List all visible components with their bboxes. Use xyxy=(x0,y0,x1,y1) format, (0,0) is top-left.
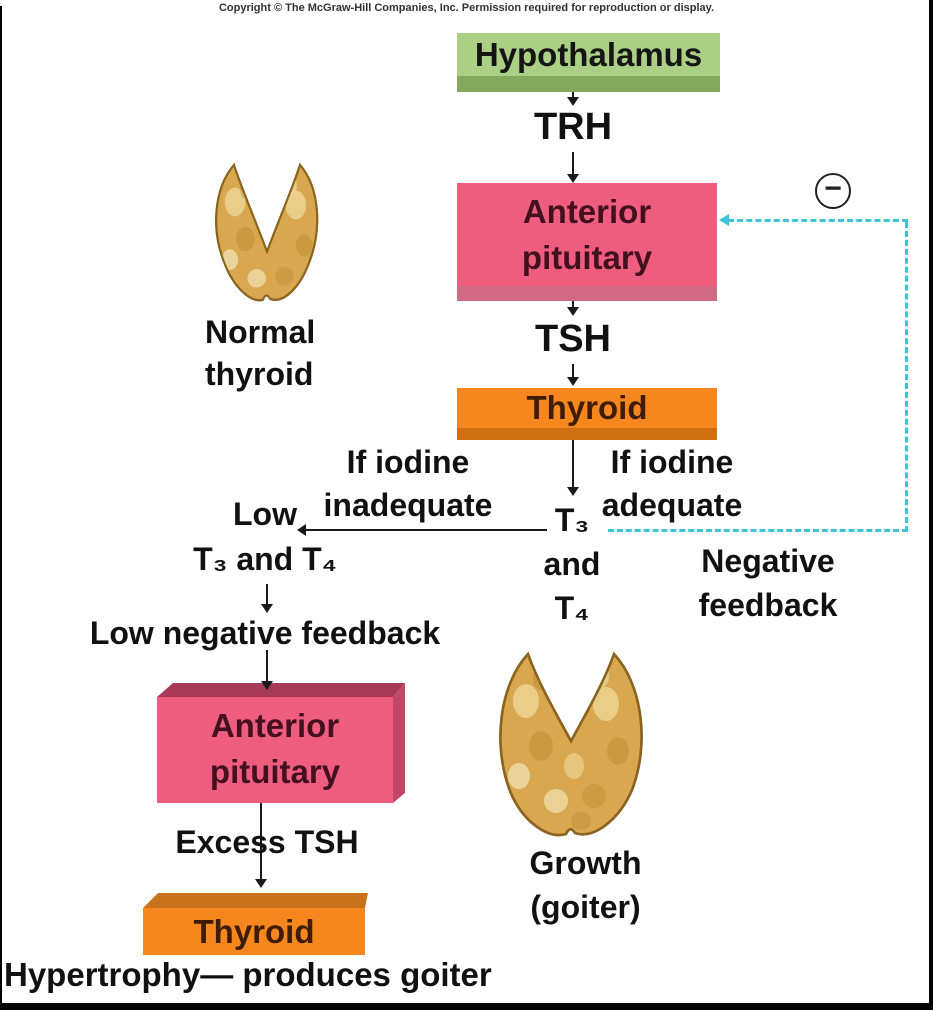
anterior-pituitary2-box-top-face xyxy=(157,683,405,697)
hypothalamus-box-edge xyxy=(457,76,720,92)
if-iodine-adequate-label: If iodine adequate xyxy=(601,444,743,523)
arrowhead-feedback-pituitary2 xyxy=(261,681,273,690)
anterior-pituitary2-box: Anterior pituitary xyxy=(157,697,393,803)
minus-circle-icon: − xyxy=(815,173,851,209)
frame-left-border xyxy=(0,6,2,1004)
feedback-dash-top xyxy=(728,219,908,222)
trh-label: TRH xyxy=(533,106,613,148)
frame-bottom-border xyxy=(0,1003,933,1010)
hypertrophy-caption: Hypertrophy— produces goiter xyxy=(4,956,492,993)
arrowhead-hypothalamus-trh xyxy=(567,97,579,106)
arrow-line-low-feedback xyxy=(266,584,268,604)
thyroid2-box: Thyroid xyxy=(143,908,365,955)
excess-tsh-label: Excess TSH xyxy=(175,824,359,860)
arrow-line-hypothalamus-trh xyxy=(572,92,574,98)
normal-thyroid-label: Normal thyroid xyxy=(205,314,316,392)
goiter-illustration xyxy=(499,652,643,837)
arrow-line-feedback-pituitary2 xyxy=(266,650,268,681)
goiter-label: Growth (goiter) xyxy=(529,845,642,925)
anterior-pituitary2-box-right-face xyxy=(393,683,405,803)
copyright-text: Copyright © The McGraw-Hill Companies, I… xyxy=(218,2,715,14)
arrowhead-thyroid-t3t4 xyxy=(567,487,579,496)
thyroid2-box-top-face xyxy=(143,893,368,908)
arrowhead-t3t4-low xyxy=(297,524,306,536)
low-t3-t4-label: Low T₃ and T₄ xyxy=(193,496,337,577)
arrow-line-tsh-thyroid xyxy=(572,364,574,377)
anterior-pituitary-box: Anterior pituitary xyxy=(457,183,717,286)
feedback-dash-right xyxy=(905,222,908,532)
anterior-pituitary-box-edge xyxy=(457,286,717,301)
thyroid-box: Thyroid xyxy=(457,388,717,428)
low-negative-feedback-label: Low negative feedback xyxy=(89,615,441,651)
arrow-line-pituitary2-thyroid2 xyxy=(260,803,262,879)
arrowhead-low-feedback xyxy=(261,604,273,613)
arrowhead-pituitary2-thyroid2 xyxy=(255,879,267,888)
arrowhead-pituitary-tsh xyxy=(567,307,579,316)
normal-thyroid-illustration xyxy=(215,163,319,302)
arrowhead-trh-pituitary xyxy=(567,174,579,183)
frame-right-border xyxy=(929,0,933,1010)
t3-t4-label: T₃ and T₄ xyxy=(543,502,601,626)
hypothalamus-box: Hypothalamus xyxy=(457,33,720,76)
minus-sign: − xyxy=(824,172,842,205)
thyroid-box-edge xyxy=(457,428,717,440)
arrow-line-thyroid-t3t4 xyxy=(572,440,574,487)
arrow-line-pituitary-tsh xyxy=(572,301,574,307)
arrow-line-t3t4-low xyxy=(306,529,547,531)
arrowhead-tsh-thyroid xyxy=(567,377,579,386)
tsh-label: TSH xyxy=(535,318,611,360)
feedback-arrowhead xyxy=(719,214,729,226)
feedback-dash-bottom xyxy=(608,529,908,532)
arrow-line-trh-pituitary xyxy=(572,152,574,174)
if-iodine-inadequate-label: If iodine inadequate xyxy=(323,444,493,523)
negative-feedback-label: Negative feedback xyxy=(698,543,838,623)
